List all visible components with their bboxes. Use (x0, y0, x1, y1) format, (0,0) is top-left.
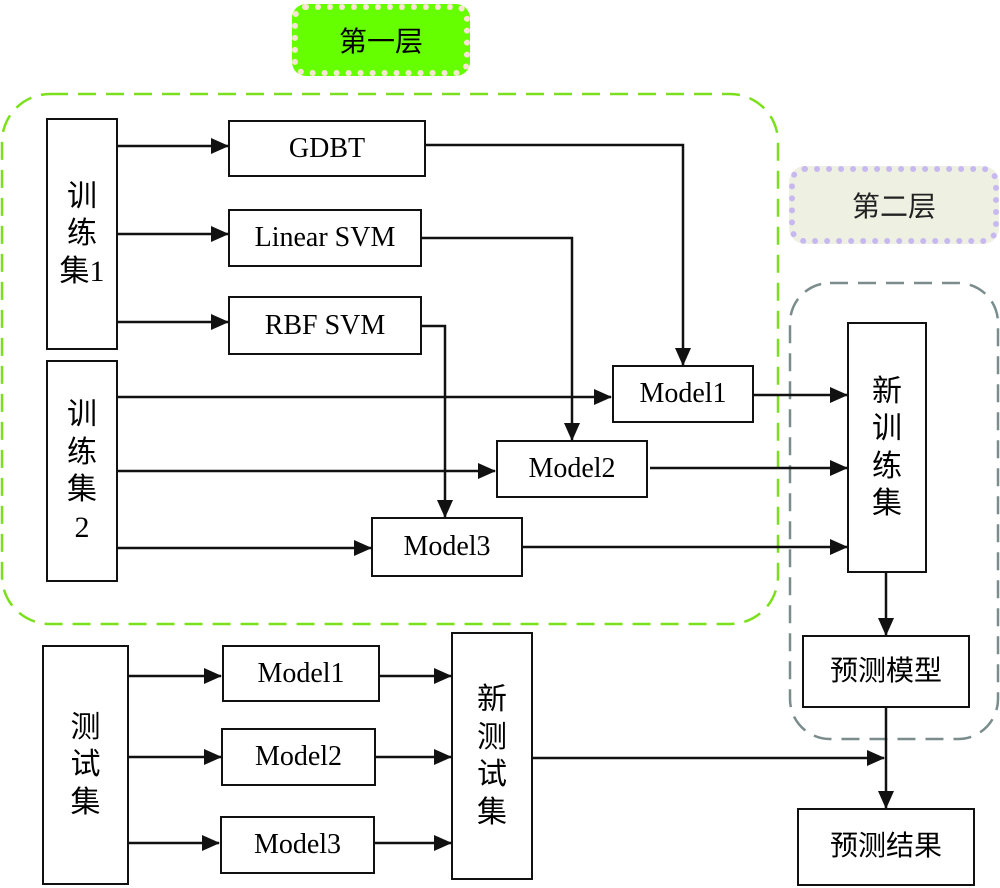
train-set-2-char: 练 (67, 435, 97, 469)
train-set-2-char: 2 (74, 510, 90, 544)
train-set-1-char: 集1 (59, 254, 105, 288)
new-test-set-label: 新 测 试 集 (477, 681, 507, 831)
edge-gdbt-model1 (425, 143, 691, 366)
prediction-model-node: 预测模型 (802, 635, 970, 708)
new-test-set-char: 集 (477, 795, 507, 829)
new-train-set-char: 训 (872, 412, 902, 445)
rbf-svm-label: RBF SVM (264, 309, 386, 341)
new-test-set-char: 测 (477, 720, 507, 754)
layer2-group-border (788, 281, 1000, 741)
new-train-set-char: 新 (872, 374, 902, 408)
new-test-set-char: 试 (477, 758, 507, 791)
gdbt-node: GDBT (228, 120, 426, 177)
test-set-node: 测 试 集 (42, 645, 129, 885)
test-set-char: 集 (70, 785, 101, 819)
train-set-2-char: 训 (67, 398, 97, 431)
edge-linear-model2 (420, 236, 580, 441)
model3-label: Model3 (403, 531, 491, 563)
prediction-result-label: 预测结果 (829, 831, 942, 863)
layer1-label: 第一层 (292, 4, 470, 76)
train-set-1-node: 训 练 集1 (46, 118, 118, 350)
test-set-char: 试 (70, 748, 101, 782)
rbf-svm-node: RBF SVM (228, 296, 422, 355)
test-set-char: 测 (70, 710, 101, 744)
linear-svm-label: Linear SVM (254, 222, 396, 254)
new-test-set-char: 新 (477, 683, 507, 716)
test-model3-label: Model3 (253, 829, 342, 861)
new-train-set-node: 新 训 练 集 (847, 322, 927, 573)
train-set-2-node: 训 练 集 2 (46, 360, 118, 582)
train-set-1-char: 练 (67, 217, 97, 251)
test-model1-node: Model1 (222, 645, 380, 702)
model1-label: Model1 (639, 378, 727, 410)
new-test-set-node: 新 测 试 集 (451, 632, 533, 880)
edge-rbf-model3 (420, 324, 453, 518)
layer1-group-border (0, 92, 780, 626)
prediction-result-node: 预测结果 (797, 808, 975, 886)
new-train-set-label: 新 训 练 集 (872, 373, 902, 523)
train-set-1-label: 训 练 集1 (60, 178, 105, 291)
new-train-set-char: 练 (872, 449, 902, 483)
new-train-set-char: 集 (872, 487, 902, 520)
train-set-2-label: 训 练 集 2 (67, 396, 97, 546)
test-set-label: 测 试 集 (71, 709, 101, 822)
train-set-1-char: 训 (67, 179, 97, 213)
test-model1-label: Model1 (257, 657, 345, 689)
model2-label: Model2 (528, 453, 616, 485)
layer2-label: 第二层 (789, 166, 999, 244)
test-model2-node: Model2 (221, 728, 376, 786)
train-set-2-char: 集 (67, 473, 97, 506)
test-model2-label: Model2 (254, 741, 343, 773)
test-model3-node: Model3 (220, 816, 375, 874)
layer1-label-text: 第一层 (338, 27, 423, 58)
gdbt-label: GDBT (288, 132, 366, 164)
prediction-model-label: 预测模型 (829, 655, 942, 687)
model3-node: Model3 (371, 517, 523, 577)
linear-svm-node: Linear SVM (228, 209, 422, 267)
layer2-label-text: 第二层 (851, 192, 936, 223)
model1-node: Model1 (612, 365, 754, 423)
model2-node: Model2 (496, 440, 648, 498)
